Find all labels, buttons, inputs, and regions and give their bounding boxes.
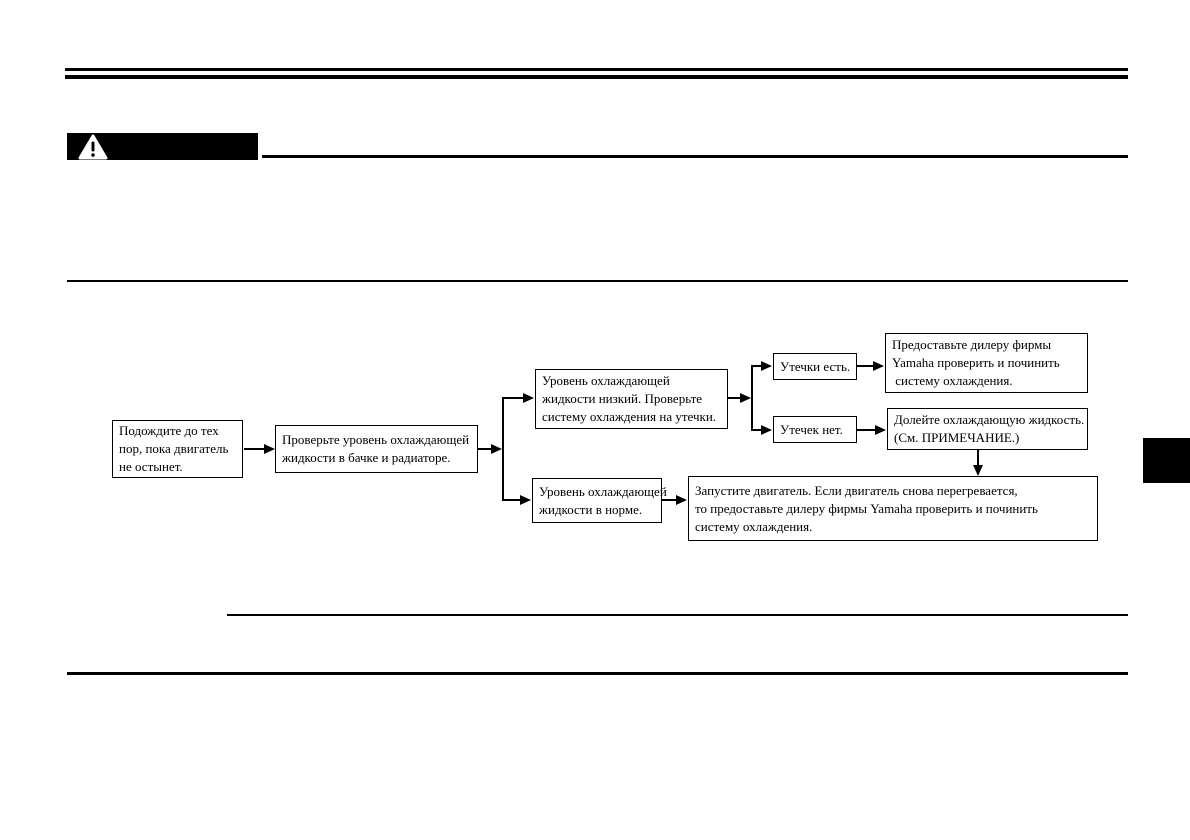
connector-levellow-to-branch	[728, 397, 742, 399]
mid-rule	[227, 614, 1128, 616]
connector-branch-to-leaks-yes	[752, 365, 762, 367]
flow-box-dealer-fix: Предоставьте дилеру фирмы Yamaha провери…	[885, 333, 1088, 393]
top-rule-thin	[65, 68, 1128, 71]
arrowhead-right-icon	[491, 444, 502, 454]
connector-levelok-to-restart	[662, 499, 677, 501]
flow-box-restart-engine: Запустите двигатель. Если двигатель снов…	[688, 476, 1098, 541]
flow-box-add-coolant: Долейте охлаждающую жидкость. (См. ПРИМЕ…	[887, 408, 1088, 450]
bottom-rule	[67, 672, 1128, 675]
connector-branch-to-level-low	[503, 397, 524, 399]
arrowhead-right-icon	[761, 361, 772, 371]
top-rule-thick	[65, 75, 1128, 79]
flow-box-check-level: Проверьте уровень охлаждающей жидкости в…	[275, 425, 478, 473]
flow-box-leaks-yes: Утечки есть.	[773, 353, 857, 380]
connector-branch-to-leaks-no	[752, 429, 762, 431]
connector-coolant-to-restart	[977, 450, 979, 466]
arrowhead-down-icon	[973, 465, 983, 476]
warning-icon	[78, 134, 108, 159]
branch-line-check	[502, 397, 504, 501]
section-rule	[67, 280, 1128, 282]
arrowhead-right-icon	[523, 393, 534, 403]
flow-box-level-low: Уровень охлаждающей жидкости низкий. Про…	[535, 369, 728, 429]
connector-wait-to-check	[244, 448, 265, 450]
connector-check-to-branch	[478, 448, 493, 450]
connector-leaksno-to-coolant	[857, 429, 876, 431]
arrowhead-right-icon	[676, 495, 687, 505]
branch-line-leaks	[751, 365, 753, 431]
arrowhead-right-icon	[740, 393, 751, 403]
flow-box-wait: Подождите до тех пор, пока двигатель не …	[112, 420, 243, 478]
connector-branch-to-level-ok	[503, 499, 521, 501]
arrowhead-right-icon	[264, 444, 275, 454]
flow-box-leaks-no: Утечек нет.	[773, 416, 857, 443]
warning-header-badge	[67, 133, 258, 160]
arrowhead-right-icon	[520, 495, 531, 505]
arrowhead-right-icon	[873, 361, 884, 371]
arrowhead-right-icon	[761, 425, 772, 435]
flow-box-level-ok: Уровень охлаждающей жидкости в норме.	[532, 478, 667, 523]
page-edge-tab	[1143, 438, 1190, 483]
connector-leaksyes-to-dealer	[857, 365, 874, 367]
warning-header-rule	[262, 155, 1128, 158]
arrowhead-right-icon	[875, 425, 886, 435]
